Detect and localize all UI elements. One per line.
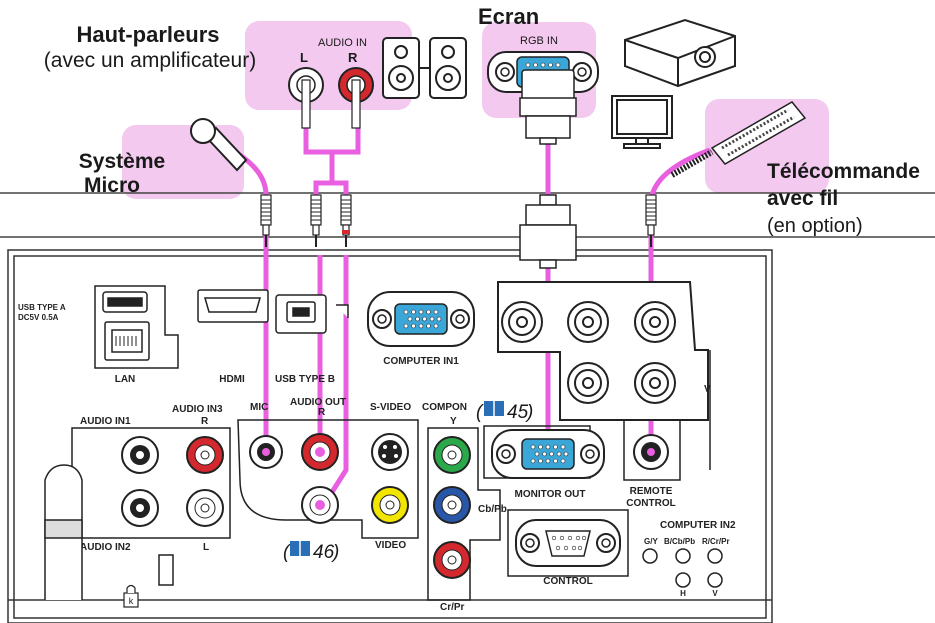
audio-in-r-jack [338,67,374,129]
av-block-outline [237,419,419,539]
microphone-icon [190,118,248,172]
mic-port-label: MIC [250,402,268,413]
cable-clamp [44,464,83,600]
svg-text:(: ( [476,402,484,423]
svg-text:): ) [525,402,533,423]
ci2-bcb-label: B/Cb/Pb [664,537,695,546]
audio-in-block [71,427,231,539]
audio-out-l-jack [301,486,339,524]
monitor-icon [611,95,673,149]
book-icon [290,541,310,556]
remote-control-jack [633,434,669,470]
remote-control-label-2: CONTROL [626,498,675,509]
audio-out-label: AUDIO OUT [290,397,346,408]
speaker-icon [382,37,467,99]
remote-label-line2: avec fil [767,187,838,210]
audio-in-label: AUDIO IN [318,37,367,49]
mic-plug [260,194,272,248]
audio-in3-label: AUDIO IN3 [172,404,223,415]
rca-cluster-upper-right [497,281,709,421]
audio-r-plug [340,194,352,248]
speakers-subtitle: (avec un amplificateur) [44,49,256,72]
control-label: CONTROL [543,576,592,587]
ci2-h-label: H [680,589,686,598]
monitor-out-label: MONITOR OUT [515,489,586,500]
audio-in-r: R [348,50,358,65]
computer-in1-port [367,291,475,347]
usb-type-a-label-1: USB TYPE A [18,303,66,312]
audio-in-l-jack [288,67,324,129]
ci2-gy-label: G/Y [644,537,658,546]
remote-label-line3: (en option) [767,215,863,237]
comp-cr-jack [433,541,471,579]
usb-lan-block [94,285,179,369]
rgb-in-label: RGB IN [520,35,558,47]
remote-control-outline [623,419,681,481]
component-label: COMPON [422,402,467,413]
usb-type-b-port [275,294,349,334]
remote-label-line1: Télécommande [767,160,920,183]
svg-text:(: ( [283,542,291,563]
computer-in1-label: COMPUTER IN1 [383,356,459,367]
v-mark: V [704,384,711,395]
s-video-jack [371,433,409,471]
audio-out-r-label: R [318,407,326,418]
remote-icon [670,101,807,178]
projector-icon [624,18,736,88]
svg-text:46: 46 [313,542,335,563]
usb-type-b-label: USB TYPE B [275,374,335,385]
remote-control-label-1: REMOTE [630,486,673,497]
security-slot [158,554,174,586]
ci2-rcr-label: R/Cr/Pr [702,537,730,546]
comp-y-label: Y [450,416,457,427]
usb-type-a-label-2: DC5V 0.5A [18,313,59,322]
hdmi-label: HDMI [219,374,245,385]
lan-label: LAN [115,374,136,385]
ci2-v-label: V [712,589,718,598]
svg-text:): ) [331,542,339,563]
vga-cable-bottom-plug [519,194,577,269]
speakers-title: Haut-parleurs [76,22,219,47]
svg-text:k: k [129,596,134,606]
audio-l-plug [310,194,322,248]
screen-title: Ecran [478,4,539,29]
remote-plug [645,194,657,248]
mic-label-line2: Micro [84,174,140,197]
hdmi-port [197,289,269,323]
audio-in3-r-label: R [201,416,209,427]
reference-45: ( 45 ) [476,401,533,423]
computer-in2-jacks [642,548,723,588]
audio-in2-label: AUDIO IN2 [80,542,131,553]
svg-text:45: 45 [507,402,529,423]
comp-cb-jack [433,486,471,524]
audio-out-r-jack [301,433,339,471]
computer-in2-label: COMPUTER IN2 [660,520,736,531]
book-icon [484,401,504,416]
ethernet-port-icon [115,336,137,346]
comp-cr-label: Cr/Pr [440,602,465,613]
audio-in3-l-label: L [203,542,209,553]
audio-in-l: L [300,50,308,65]
reference-46: ( 46 ) [283,541,339,563]
monitor-out-port [491,429,605,479]
lock-icon: k [123,584,139,608]
mic-label-line1: Système [79,150,165,173]
control-port [507,509,629,577]
video-label: VIDEO [375,540,406,551]
vga-cable-top-plug [519,69,577,145]
video-jack [371,486,409,524]
mic-jack [249,435,283,469]
component-block-outline [427,427,501,601]
comp-y-jack [433,436,471,474]
s-video-label: S-VIDEO [370,402,411,413]
audio-in1-label: AUDIO IN1 [80,416,131,427]
comp-cb-label: Cb/Pb [478,504,507,515]
